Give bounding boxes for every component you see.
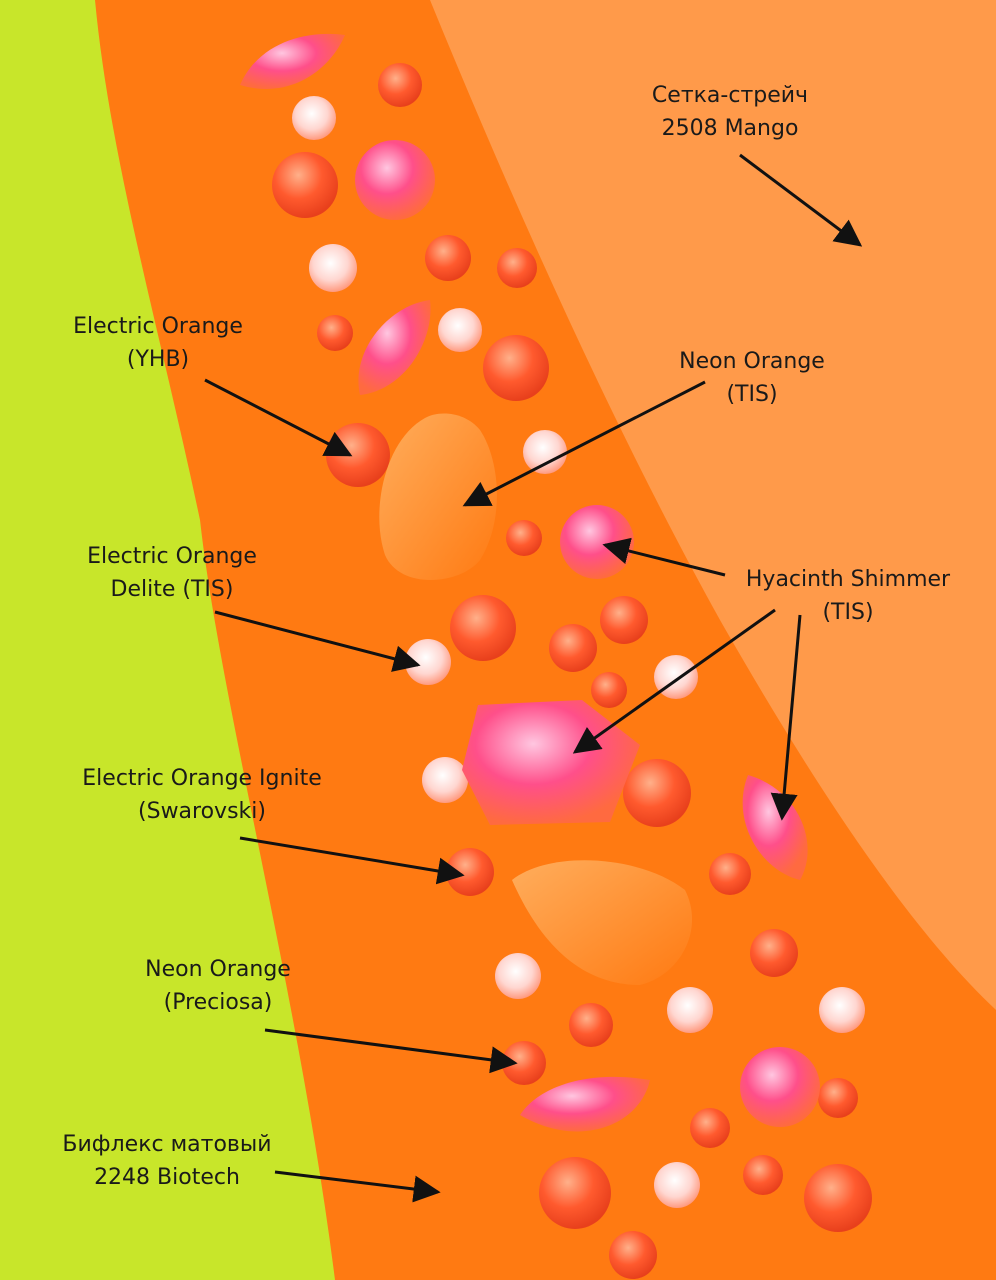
label-bifleks-biotech: Бифлекс матовый 2248 Biotech [62,1132,272,1190]
label-setka-mango: Сетка-стрейч 2508 Mango [651,83,809,141]
label-electric-orange-delite: Electric Orange Delite (TIS) [87,544,257,602]
clear-delite-stones [292,96,865,1208]
label-electric-orange-ignite: Electric Orange Ignite (Swarovski) [82,766,322,824]
label-neon-orange-tis: Neon Orange (TIS) [679,349,825,407]
pink-shimmer-stones [240,33,820,1132]
neon-round-stones [272,63,872,1279]
label-neon-orange-preciosa: Neon Orange (Preciosa) [145,957,291,1015]
neon-drop-stones [379,413,693,985]
label-electric-orange-yhb: Electric Orange (YHB) [73,314,243,372]
annotation-arrows [204,153,863,1203]
label-hyacinth-shimmer: Hyacinth Shimmer (TIS) [745,567,951,625]
mango-mesh-fabric [430,0,996,1010]
